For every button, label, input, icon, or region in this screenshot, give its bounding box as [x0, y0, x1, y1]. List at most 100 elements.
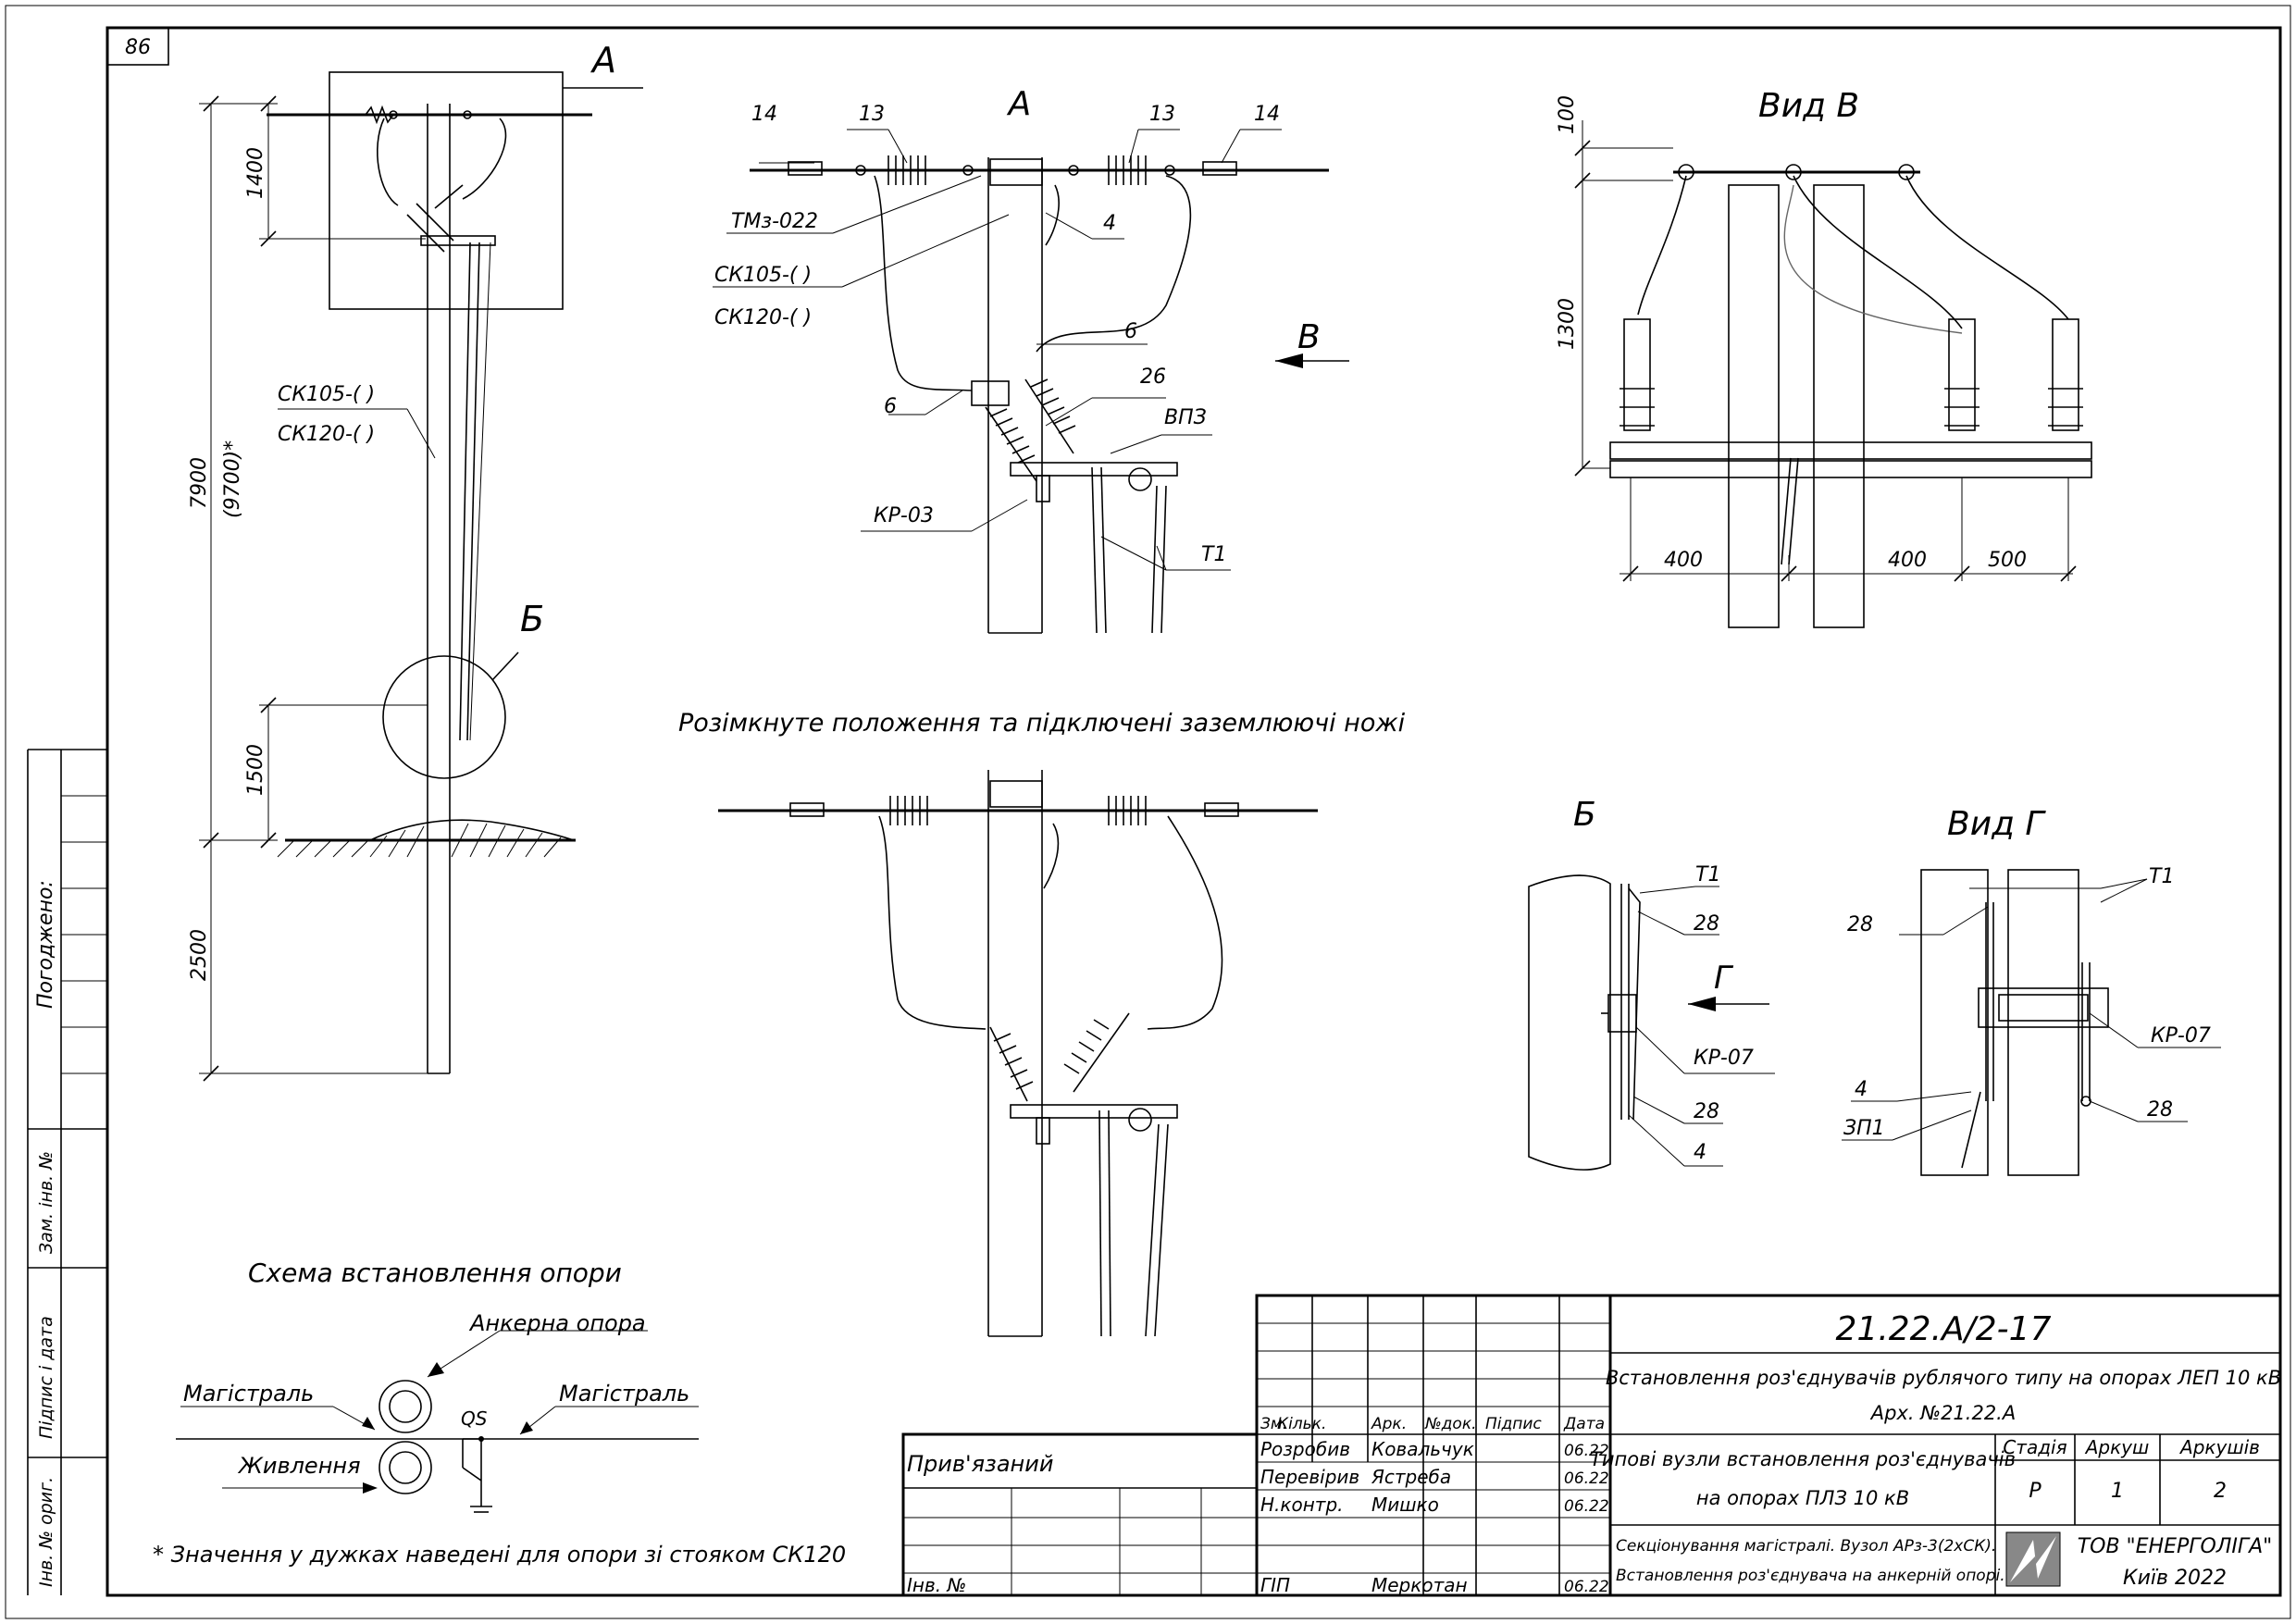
tb-drawing-title-1: Секціонування магістралі. Вузол АРз-3(2х…	[1616, 1537, 1996, 1556]
binding-title: Прив'язаний	[907, 1451, 1053, 1477]
view-a-title: А	[1007, 85, 1032, 123]
marker-a: А	[590, 40, 616, 81]
tb-h-sign: Підпис	[1485, 1415, 1542, 1433]
v-a-vpz: ВПЗ	[1164, 406, 1207, 429]
tb-drawing-title-2: Встановлення роз'єднувача на анкерній оп…	[1616, 1567, 2005, 1585]
v-a-item14-right: 14	[1254, 103, 1280, 126]
view-a: А	[713, 85, 1349, 634]
v-a-tmz: ТМз-022	[731, 210, 818, 233]
dim-1400: 1400	[244, 147, 267, 199]
sign-date-label: Підпис і дата	[36, 1316, 56, 1439]
dim-2500: 2500	[188, 929, 211, 981]
tb-doc-code: 21.22.А/2-17	[1836, 1310, 2052, 1348]
v-a-item6-right: 6	[1124, 320, 1137, 343]
tb-date-0: 06.22	[1564, 1442, 1609, 1460]
v-a-sk120: СК120-( )	[714, 306, 812, 329]
dim-400-b: 400	[1888, 549, 1927, 572]
tb-project: Встановлення роз'єднувачів рублячого тип…	[1606, 1367, 2281, 1389]
v-a-t1: Т1	[1201, 543, 1226, 566]
tb-date-1: 06.22	[1564, 1469, 1609, 1488]
energoliga-logo	[2005, 1531, 2061, 1587]
tb-stage-label: Стадія	[2003, 1436, 2066, 1458]
view-g: Вид Г Т1 28 КР-07 4 ЗП1 28	[1842, 805, 2221, 1176]
binding-inv: Інв. №	[907, 1574, 966, 1596]
v-a-kr03: КР-03	[874, 504, 934, 527]
installation-scheme: Схема встановлення опори Анкерна опора М…	[153, 1258, 846, 1568]
view-g-zp1: ЗП1	[1843, 1117, 1885, 1140]
replace-inv-label: Зам. інв. №	[36, 1151, 56, 1254]
title-block: Прив'язаний Інв. № Зм. Кільк. Арк. №док.…	[901, 1294, 2282, 1597]
view-g-28-top: 28	[1847, 913, 1873, 936]
dim-100: 100	[1556, 95, 1579, 134]
tb-h-kilk: Кільк.	[1277, 1415, 1326, 1433]
v-a-item4: 4	[1103, 212, 1116, 235]
tb-archive: Арх. №21.22.А	[1869, 1402, 2016, 1424]
scheme-main-left: Магістраль	[183, 1381, 314, 1407]
tb-role-2: Н.контр.	[1260, 1494, 1344, 1516]
tb-date-3: 06.22	[1564, 1578, 1609, 1596]
view-b-arrow-label: В	[1297, 318, 1321, 356]
tb-city: Київ 2022	[2123, 1567, 2227, 1590]
view-b: Вид В 100 1300	[1556, 87, 2092, 628]
tb-sheet-title-2: на опорах ПЛЗ 10 кВ	[1696, 1487, 1909, 1509]
detail-b: Б Г Т1 28 КР-07 28 4	[1528, 796, 1775, 1171]
v-a-sk105: СК105-( )	[714, 264, 812, 287]
tb-role-1: Перевірив	[1260, 1466, 1359, 1488]
detail-b-4: 4	[1694, 1141, 1706, 1164]
tb-h-date: Дата	[1563, 1415, 1605, 1433]
tb-role-3: ГІП	[1260, 1574, 1290, 1596]
tb-h-zm: Зм.	[1260, 1415, 1287, 1433]
dim-9700: (9700)*	[221, 440, 244, 518]
footnote: * Значення у дужках наведені для опори з…	[153, 1542, 846, 1568]
view-g-4: 4	[1855, 1078, 1868, 1101]
side-stamp: Погоджено: Зам. інв. № Підпис і дата Інв…	[27, 749, 107, 1595]
detail-b-28-top: 28	[1694, 912, 1719, 936]
open-position-view: Розімкнуте положення та підключені зазем…	[678, 709, 1406, 1337]
view-g-kr07: КР-07	[2151, 1024, 2211, 1048]
view-b-title: Вид В	[1758, 87, 1859, 125]
tb-company: ТОВ "ЕНЕРГОЛІГА"	[2078, 1535, 2273, 1558]
pole-label-sk105: СК105-( )	[278, 383, 375, 406]
scheme-feed-label: Живлення	[237, 1453, 361, 1479]
dim-1300: 1300	[1556, 298, 1579, 350]
tb-date-2: 06.22	[1564, 1497, 1609, 1516]
agreed-label: Погоджено:	[34, 880, 57, 1009]
tb-h-ark: Арк.	[1371, 1415, 1407, 1433]
detail-b-title: Б	[1573, 796, 1596, 834]
dim-7900: 7900	[188, 457, 211, 509]
v-a-item26: 26	[1140, 366, 1166, 389]
view-g-t1: Т1	[2149, 865, 2174, 888]
orig-inv-label: Інв. № ориг.	[36, 1477, 56, 1587]
dim-1500: 1500	[244, 744, 267, 796]
tb-name-2: Мишко	[1371, 1494, 1439, 1516]
scheme-main-right: Магістраль	[559, 1381, 689, 1407]
detail-b-t1: Т1	[1695, 863, 1720, 886]
sheet-number: 86	[125, 36, 151, 59]
tb-h-doc: №док.	[1424, 1415, 1477, 1433]
tb-stage: Р	[2029, 1480, 2042, 1503]
tb-sheet-label: Аркуш	[2084, 1436, 2150, 1458]
view-g-28-bottom: 28	[2147, 1098, 2173, 1122]
tb-sheet-title-1: Типові вузли встановлення роз'єднувачів	[1590, 1448, 2016, 1470]
detail-b-kr07: КР-07	[1694, 1047, 1754, 1070]
scheme-qs-label: QS	[461, 1407, 488, 1430]
pole-view: А Б	[188, 40, 643, 1082]
pole-label-sk120: СК120-( )	[278, 423, 375, 446]
tb-role-0: Розробив	[1260, 1438, 1350, 1460]
scheme-title: Схема встановлення опори	[248, 1258, 622, 1288]
tb-sheet: 1	[2111, 1480, 2124, 1503]
marker-b: Б	[520, 599, 544, 639]
v-a-item14-left: 14	[751, 103, 777, 126]
scheme-anchor-label: Анкерна опора	[468, 1310, 646, 1336]
open-position-caption: Розімкнуте положення та підключені зазем…	[678, 709, 1406, 738]
dim-400-a: 400	[1664, 549, 1703, 572]
tb-sheets: 2	[2214, 1480, 2227, 1503]
tb-name-3: Меркотан	[1371, 1574, 1468, 1596]
v-a-item6-left: 6	[884, 395, 897, 418]
tb-name-0: Ковальчук	[1371, 1438, 1474, 1460]
v-a-item13-left: 13	[859, 103, 885, 126]
view-g-arrow-label: Г	[1714, 960, 1734, 997]
dim-500: 500	[1988, 549, 2027, 572]
